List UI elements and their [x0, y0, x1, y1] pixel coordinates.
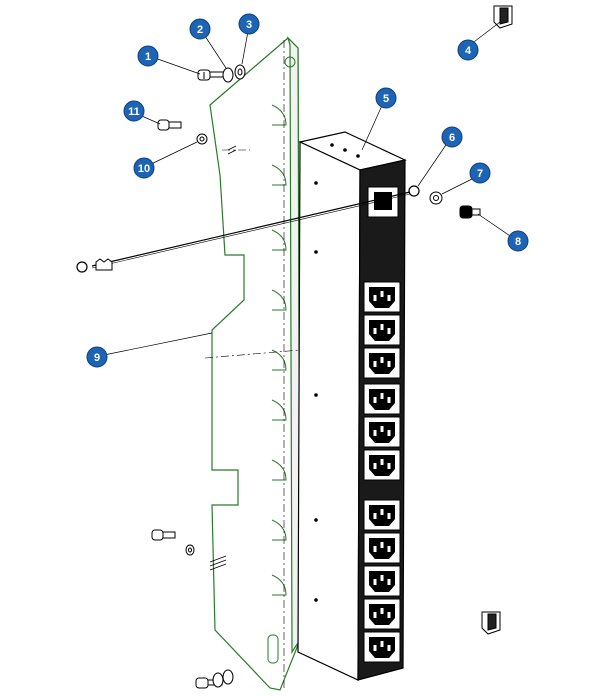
- callout-circle: [86, 346, 108, 368]
- star-washer-7: [429, 191, 443, 205]
- callout-label: 3: [246, 19, 252, 31]
- callout-circle: [441, 126, 463, 148]
- outlet: [363, 416, 401, 448]
- callout-circle: [189, 18, 211, 40]
- outlet: [363, 383, 401, 415]
- screw-assembly-bottom: [195, 669, 234, 689]
- callout-2: 2: [189, 18, 211, 40]
- callout-label: 8: [515, 236, 521, 248]
- callout-circle: [507, 230, 529, 252]
- screw-11: [157, 119, 182, 131]
- callout-8: 8: [507, 230, 529, 252]
- callout-label: 5: [383, 93, 389, 105]
- outlet: [363, 532, 401, 564]
- callout-11: 11: [123, 100, 145, 122]
- callout-circle: [469, 162, 491, 184]
- center-lines: [204, 40, 301, 690]
- outlet: [363, 449, 401, 481]
- grounding-wire: [76, 185, 420, 273]
- clip-lower: [481, 611, 501, 635]
- bracket-hatch-marks: [209, 145, 237, 571]
- clip-4: [493, 5, 513, 29]
- callout-circle: [457, 39, 479, 61]
- pdu-top-holes: [330, 143, 360, 158]
- mounting-bracket: [209, 35, 301, 691]
- callout-1: 1: [137, 45, 159, 67]
- callout-label: 6: [449, 132, 455, 144]
- callout-label: 1: [145, 51, 151, 63]
- callout-circle: [238, 13, 260, 35]
- callout-3: 3: [238, 13, 260, 35]
- callout-circle: [375, 87, 397, 109]
- callout-9: 9: [86, 346, 108, 368]
- outlet: [363, 598, 401, 630]
- callout-label: 2: [197, 24, 203, 36]
- callout-markers: 1 2 3 4 5 6 7 8 9 10 11: [86, 13, 529, 368]
- callout-circle: [123, 100, 145, 122]
- screw-lower-left: [151, 529, 195, 556]
- callout-label: 4: [465, 45, 472, 57]
- washer-10: [196, 133, 208, 145]
- bracket-hook-tabs: [267, 56, 296, 664]
- outlet: [363, 631, 401, 663]
- screw-8: [459, 205, 481, 219]
- pdu-side-holes: [314, 181, 318, 602]
- outlet: [363, 499, 401, 531]
- callout-label: 9: [94, 352, 100, 364]
- callout-5: 5: [375, 87, 397, 109]
- outlet: [363, 314, 401, 346]
- callout-circle: [133, 157, 155, 179]
- outlet: [363, 281, 401, 313]
- callout-label: 11: [128, 106, 140, 118]
- callout-4: 4: [457, 39, 479, 61]
- outlet: [363, 565, 401, 597]
- callout-7: 7: [469, 162, 491, 184]
- callout-10: 10: [133, 157, 155, 179]
- screw-assembly-top: [197, 64, 246, 83]
- callout-label: 7: [477, 168, 483, 180]
- outlet: [363, 347, 401, 379]
- callout-6: 6: [441, 126, 463, 148]
- pdu-input-port: [367, 186, 399, 218]
- callout-circle: [137, 45, 159, 67]
- pdu-outlets: [363, 281, 401, 663]
- callout-label: 10: [138, 163, 150, 175]
